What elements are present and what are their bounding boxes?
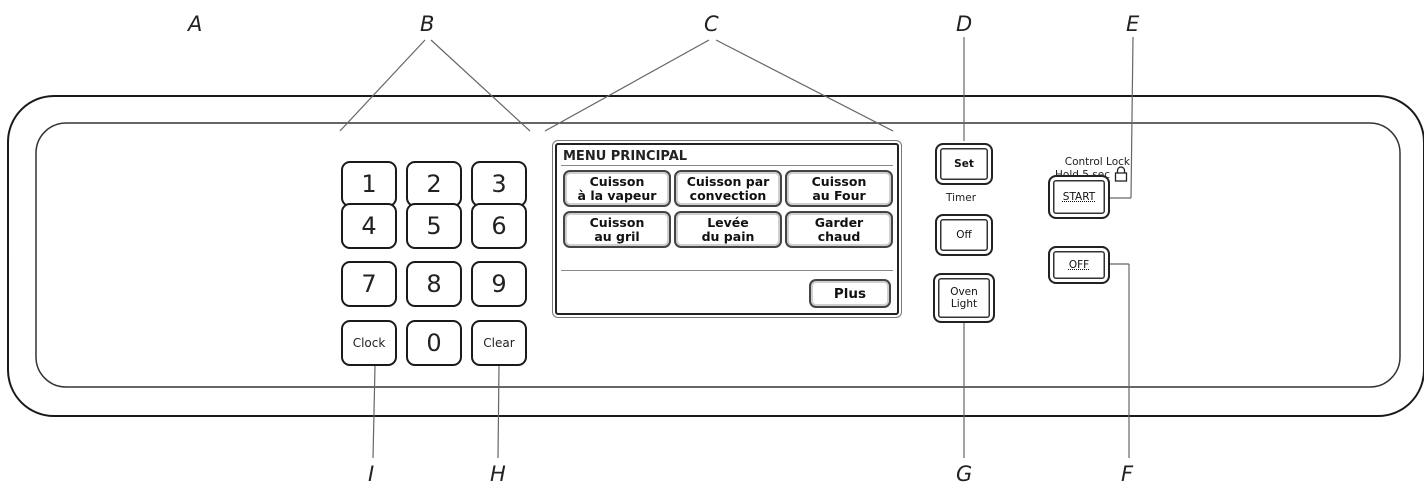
oven-light-label: Oven Light [950, 286, 978, 310]
label-a: A [188, 12, 203, 36]
label-c: C [704, 12, 719, 36]
set-button[interactable]: Set [935, 143, 993, 185]
timer-off-label: Off [956, 229, 972, 241]
broil-line1: Cuisson [589, 214, 645, 230]
oven-light-line2: Light [950, 298, 978, 310]
oven-light-button[interactable]: Oven Light [933, 273, 995, 323]
proof-line1: Levée [707, 214, 749, 230]
clock-key[interactable]: Clock [341, 320, 397, 366]
label-g: G [956, 462, 973, 486]
label-d: D [956, 12, 973, 36]
panel-outer-edge [7, 95, 1424, 417]
key-4[interactable]: 4 [341, 203, 397, 249]
steam-cook-button[interactable]: Cuisson à la vapeur [563, 170, 671, 207]
warm-button[interactable]: Garder chaud [785, 211, 893, 248]
broil-button[interactable]: Cuisson au gril [563, 211, 671, 248]
label-i: I [368, 462, 375, 486]
warm-line2: chaud [817, 228, 861, 244]
key-2[interactable]: 2 [406, 161, 462, 207]
panel-inner-edge [35, 122, 1401, 388]
timer-off-button[interactable]: Off [935, 214, 993, 256]
off-button[interactable]: OFF [1048, 246, 1110, 284]
menu-footer-rule [561, 270, 893, 271]
more-button[interactable]: Plus [809, 279, 891, 308]
key-1[interactable]: 1 [341, 161, 397, 207]
proof-button[interactable]: Levée du pain [674, 211, 782, 248]
steam-cook-line2: à la vapeur [577, 187, 657, 203]
label-b: B [420, 12, 435, 36]
lock-icon [1114, 166, 1128, 182]
set-label: Set [954, 158, 974, 170]
clear-key[interactable]: Clear [471, 320, 527, 366]
timer-label: Timer [946, 192, 977, 204]
menu-title: MENU PRINCIPAL [563, 149, 688, 164]
convection-line2: convection [689, 187, 767, 203]
oven-light-line1: Oven [950, 286, 978, 298]
start-label: START [1062, 191, 1096, 203]
key-9[interactable]: 9 [471, 261, 527, 307]
key-0[interactable]: 0 [406, 320, 462, 366]
bake-line1: Cuisson [811, 173, 867, 189]
touch-display: MENU PRINCIPAL Cuisson à la vapeur Cuiss… [552, 140, 902, 318]
key-7[interactable]: 7 [341, 261, 397, 307]
broil-line2: au gril [594, 228, 640, 244]
proof-line2: du pain [701, 228, 755, 244]
menu-title-rule [561, 165, 893, 166]
control-lock-label: Control Lock [1064, 156, 1130, 168]
label-f: F [1121, 462, 1134, 486]
key-6[interactable]: 6 [471, 203, 527, 249]
label-e: E [1126, 12, 1140, 36]
steam-cook-line1: Cuisson [589, 173, 645, 189]
off-label: OFF [1068, 259, 1090, 271]
key-3[interactable]: 3 [471, 161, 527, 207]
bake-line2: au Four [812, 187, 866, 203]
label-h: H [490, 462, 506, 486]
leader-lines [339, 36, 1134, 459]
bake-button[interactable]: Cuisson au Four [785, 170, 893, 207]
start-button[interactable]: START [1048, 175, 1110, 219]
convection-button[interactable]: Cuisson par convection [674, 170, 782, 207]
key-5[interactable]: 5 [406, 203, 462, 249]
convection-line1: Cuisson par [686, 173, 770, 189]
key-8[interactable]: 8 [406, 261, 462, 307]
warm-line1: Garder [814, 214, 864, 230]
